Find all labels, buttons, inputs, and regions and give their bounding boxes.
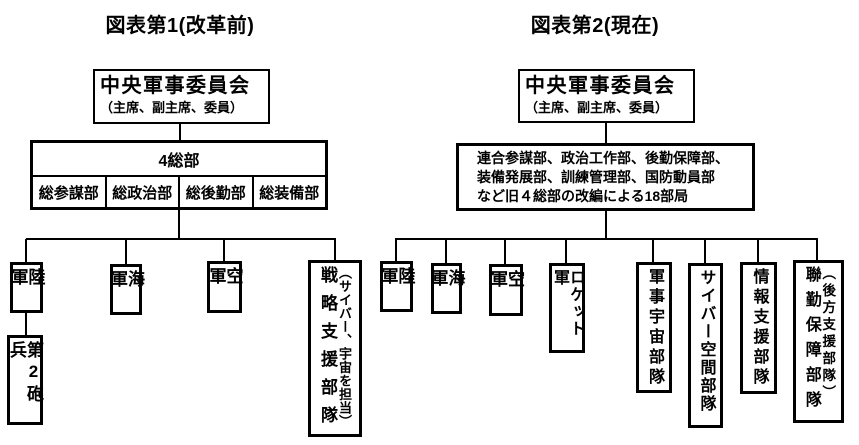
chart2-unit-army-label: 陸軍 bbox=[378, 267, 415, 289]
chart2-unit-army: 陸軍 bbox=[378, 261, 415, 312]
chart1-unit-second-artillery: 第2砲兵 bbox=[7, 335, 43, 425]
connector-chart1-drop-strategic-support-force bbox=[334, 239, 336, 260]
chart1-unit-second-artillery-label: 第2砲兵 bbox=[7, 341, 43, 406]
chart2-unit-navy: 海軍 bbox=[428, 263, 465, 314]
connector-chart2-departments-to-bus bbox=[605, 211, 607, 240]
chart2-unit-rocket-force-label: ロケット軍 bbox=[551, 269, 584, 337]
chart2-unit-information-support-force-label: 情報支援部隊 bbox=[750, 268, 768, 388]
connector-chart1-army-to-second-artillery bbox=[25, 313, 27, 335]
chart1-unit-navy-label: 海軍 bbox=[108, 270, 144, 292]
connector-chart2-drop-information-support-force bbox=[757, 239, 759, 262]
connector-chart1-gdept-to-bus bbox=[178, 209, 180, 239]
chart2-unit-navy-label: 海軍 bbox=[428, 269, 465, 291]
connector-chart2-horizontal-bus bbox=[395, 238, 818, 240]
chart1-gdept-cell-general-staff: 総参謀部 bbox=[38, 184, 99, 202]
connector-chart1-cmc-to-gdept bbox=[179, 124, 181, 140]
chart1-unit-army-label: 陸軍 bbox=[8, 268, 45, 290]
chart1-cmc-name: 中央軍事委員会 bbox=[100, 75, 251, 97]
chart2-unit-rocket-force: ロケット軍 bbox=[549, 263, 585, 353]
connector-chart2-drop-navy bbox=[445, 239, 447, 263]
chart2-unit-air-force: 空軍 bbox=[488, 264, 524, 316]
chart2-title: 図表第2(現在) bbox=[530, 15, 660, 37]
chart2-unit-cyberspace-force: サイバー空間部隊 bbox=[688, 263, 723, 428]
chart1-general-departments-box: 4総部 総参謀部 総政治部 総後勤部 総装備部 bbox=[30, 140, 328, 210]
chart1-unit-navy: 海軍 bbox=[108, 264, 144, 315]
chart1-gdept-cell-general-armaments: 総装備部 bbox=[251, 177, 326, 207]
chart1-unit-air-force-label: 空軍 bbox=[206, 267, 243, 289]
connector-chart2-drop-air-force bbox=[504, 239, 506, 264]
chart2-departments-note-line3: など旧４総部の改編による18部局 bbox=[477, 188, 689, 204]
chart1-gdept-row: 総参謀部 総政治部 総後勤部 総装備部 bbox=[33, 177, 325, 207]
connector-chart2-drop-military-space-force bbox=[652, 239, 654, 262]
chart2-departments-note-line2: 装備発展部、訓練管理部、国防動員部 bbox=[477, 169, 715, 185]
chart2-cmc-members: （主席、副主席、委員） bbox=[525, 100, 669, 115]
chart2-unit-military-space-force: 軍事宇宙部隊 bbox=[636, 262, 672, 393]
chart2-unit-cyberspace-force-label: サイバー空間部隊 bbox=[697, 269, 715, 413]
chart2-cmc-box: 中央軍事委員会 （主席、副主席、委員） bbox=[518, 69, 695, 123]
connector-chart2-cmc-to-departments bbox=[605, 123, 607, 143]
chart2-unit-information-support-force: 情報支援部隊 bbox=[740, 262, 777, 394]
chart2-unit-military-space-force-label: 軍事宇宙部隊 bbox=[646, 268, 663, 388]
chart1-unit-army: 陸軍 bbox=[8, 262, 45, 313]
connector-chart1-drop-air-force bbox=[223, 239, 225, 261]
chart1-cmc-box: 中央軍事委員会 （主席、副主席、委員） bbox=[93, 69, 270, 124]
chart1-unit-strategic-support-force: 戦略支援部隊 （サイバー、宇宙を担当） bbox=[308, 260, 362, 437]
connector-chart1-horizontal-bus bbox=[26, 238, 336, 240]
chart2-departments-note-box: 連合参謀部、政治工作部、後勤保障部、 装備発展部、訓練管理部、国防動員部 など旧… bbox=[456, 143, 755, 211]
chart1-unit-strategic-support-force-annotation: （サイバー、宇宙を担当） bbox=[337, 266, 352, 428]
chart2-unit-air-force-label: 空軍 bbox=[488, 270, 524, 292]
connector-chart1-drop-navy bbox=[125, 239, 127, 264]
chart2-departments-note-line1: 連合参謀部、政治工作部、後勤保障部、 bbox=[477, 150, 729, 166]
chart2-cmc-name: 中央軍事委員会 bbox=[525, 75, 676, 97]
chart1-cmc-members: （主席、副主席、委員） bbox=[100, 100, 244, 115]
connector-chart2-drop-joint-logistics-support-force bbox=[816, 239, 818, 260]
chart1-gdept-cell-general-political: 総政治部 bbox=[104, 177, 179, 207]
chart2-unit-joint-logistics-support-force-label: 聯勤保障部隊 bbox=[802, 266, 820, 416]
connector-chart2-drop-rocket-force bbox=[565, 239, 567, 263]
connector-chart2-drop-army bbox=[395, 239, 397, 261]
chart2-unit-joint-logistics-support-force-annotation: （後方支援部隊） bbox=[820, 266, 836, 402]
chart1-title: 図表第1(改革前) bbox=[105, 15, 255, 37]
chart1-unit-strategic-support-force-label: 戦略支援部隊 bbox=[318, 266, 337, 434]
chart1-unit-air-force: 空軍 bbox=[206, 261, 243, 313]
chart1-gdept-header: 4総部 bbox=[33, 143, 325, 177]
connector-chart1-drop-army bbox=[25, 239, 27, 262]
chart2-unit-joint-logistics-support-force: 聯勤保障部隊 （後方支援部隊） bbox=[793, 260, 844, 423]
chart1-gdept-cell-general-logistics: 総後勤部 bbox=[178, 177, 252, 207]
connector-chart2-drop-cyberspace-force bbox=[704, 239, 706, 263]
